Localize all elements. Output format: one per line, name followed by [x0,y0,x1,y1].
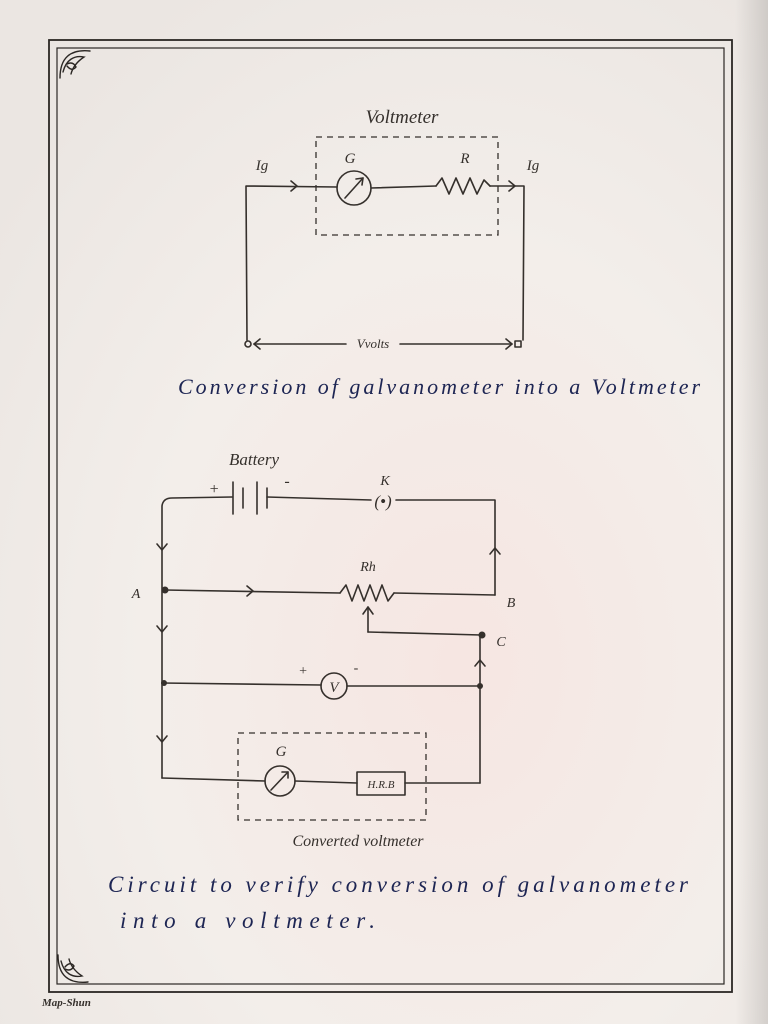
key-symbol: (•) [374,492,392,511]
page-frame-inner [56,47,725,985]
voltmeter-title: Voltmeter [366,107,439,128]
signature: Map-Shun [41,997,91,1009]
battery-minus-label: - [284,473,289,490]
down-arrow-1-icon [156,543,168,551]
down-arrow-3-icon [156,735,168,743]
galvanometer-label: G [345,151,356,167]
rheostat-zigzag-icon [339,584,395,602]
voltmeter-wire-left [161,682,322,686]
resistor-label: R [459,151,469,167]
key-label: K [379,474,390,489]
point-b-label: B [507,596,516,611]
right-wire [489,185,525,341]
battery-symbol-icon [232,481,268,515]
converted-voltmeter-caption: Converted voltmeter [292,833,424,850]
terminal-right [514,340,522,348]
key-to-b-wire [395,499,496,596]
current-out-arrow-icon [508,180,516,192]
series-wire [370,185,437,189]
corner-ornament-bottom-left-icon [57,954,89,983]
battery-plus-label: + [209,481,220,498]
page-frame-outer [48,39,733,993]
converted-voltmeter-dashed-box [237,732,427,821]
bottom-wire-left [161,777,266,782]
current-in-arrow-icon [290,180,298,192]
slider-to-c-wire [367,631,482,636]
up-arrow-c-icon [474,659,486,667]
voltage-arrow-left-icon [253,338,261,350]
resistor-zigzag-icon [435,177,491,195]
left-wire [245,185,338,341]
converted-galvanometer-label: G [276,744,287,760]
rheostat-to-b-wire [393,592,496,596]
battery-label: Battery [229,450,279,469]
voltmeter-minus-label: - [354,661,359,676]
hrb-label: H.R.B [367,779,395,791]
battery-to-key-wire [266,496,372,501]
down-arrow-2-icon [156,625,168,633]
page-edge-shadow [735,0,768,1024]
terminal-left [244,340,252,348]
bottom-wire-middle [294,780,358,784]
up-arrow-right-icon [489,547,501,555]
rheostat-label: Rh [359,560,376,575]
junction-voltmeter-right [477,683,483,689]
point-a-label: A [131,587,141,602]
circuit-caption-line-1: Circuit to verify conversion of galvanom… [108,872,689,897]
point-c-label: C [496,635,506,650]
left-main-wire [161,496,233,779]
voltage-label: Vvolts [357,336,390,351]
verification-circuit-diagram: Battery + - K (•) A Rh B C [108,450,689,933]
right-arrow-icon [246,585,254,597]
corner-ornament-top-left-icon [59,50,91,79]
voltmeter-symbol: V [329,680,340,696]
voltage-arrow-right-icon [505,338,513,350]
rheostat-slider-icon [362,606,374,633]
voltmeter-plus-label: + [298,664,307,679]
current-out-label: Ig [526,158,540,174]
current-in-label: Ig [255,158,269,174]
